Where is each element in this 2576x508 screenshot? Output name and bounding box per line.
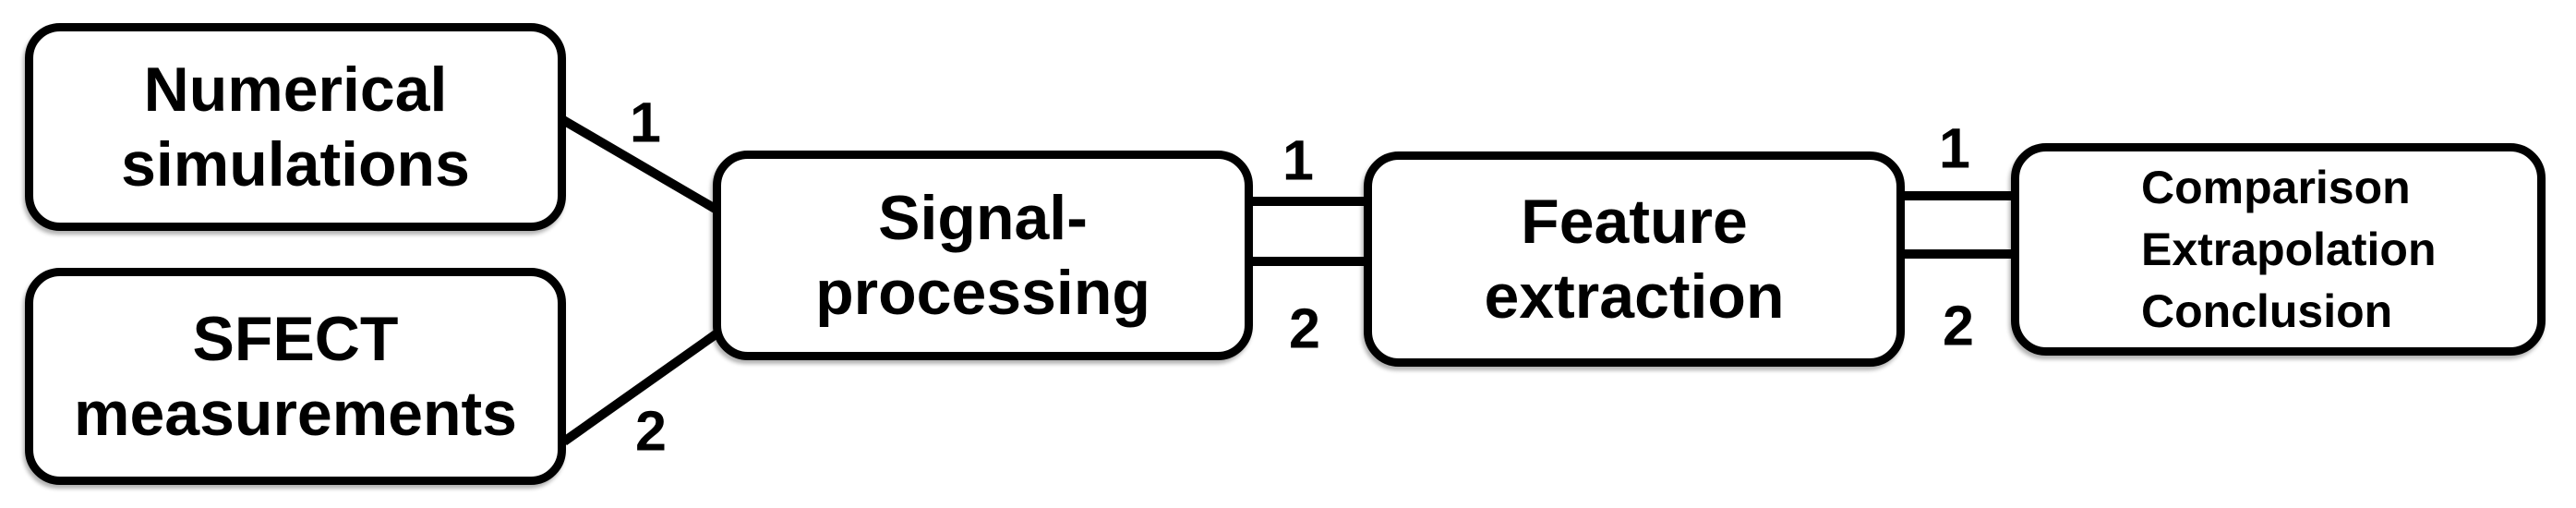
box-comparison-extrapolation-conclusion: Comparison Extrapolation Conclusion	[2011, 143, 2546, 356]
box-outcome-line-3: Conclusion	[2141, 284, 2393, 337]
box-numerical-line-2: simulations	[121, 128, 470, 200]
connector-label-feature-to-outcome-top: 1	[1939, 116, 1970, 180]
connector-sfect-to-signal	[561, 328, 721, 446]
box-sfect-measurements: SFECT measurements	[25, 268, 566, 485]
box-sfect-line-1: SFECT	[192, 303, 399, 374]
connector-label-signal-to-feature-bottom: 2	[1289, 296, 1320, 360]
connector-label-numerical-to-signal: 1	[630, 91, 661, 154]
box-outcome-line-2: Extrapolation	[2141, 223, 2437, 275]
box-sfect-line-2: measurements	[73, 378, 518, 449]
box-signal-line-1: Signal-	[878, 182, 1088, 253]
connector-label-sfect-to-signal: 2	[635, 399, 667, 463]
connector-label-signal-to-feature-top: 1	[1282, 128, 1314, 192]
connector-numerical-to-signal	[560, 115, 721, 215]
box-signal-line-2: processing	[815, 257, 1150, 328]
connector-label-feature-to-outcome-bottom: 2	[1943, 294, 1974, 357]
box-feature-line-1: Feature	[1521, 186, 1748, 257]
box-numerical-line-1: Numerical	[143, 54, 448, 125]
box-outcome-line-1: Comparison	[2141, 161, 2411, 213]
box-signal-processing: Signal- processing	[713, 151, 1253, 360]
box-feature-line-2: extraction	[1484, 260, 1785, 332]
box-numerical-simulations: Numerical simulations	[25, 23, 566, 231]
box-feature-extraction: Feature extraction	[1364, 151, 1905, 367]
